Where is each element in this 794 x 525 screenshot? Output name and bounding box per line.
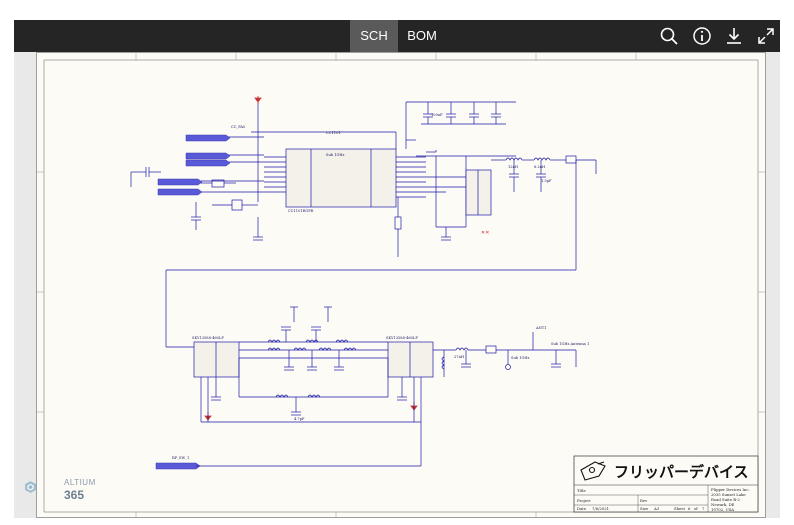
tb-project-label: Project (577, 498, 591, 503)
search-icon[interactable] (659, 26, 679, 46)
part-switch-2: SKY13588-460LF (386, 336, 418, 340)
tb-address-5: 19702, USA (711, 507, 734, 512)
net-label-cc-pa0: CC_PA0 (231, 125, 246, 129)
tb-sheet-value: 6 (688, 506, 691, 511)
part-switch-1: SKY13588-460LF (192, 336, 224, 340)
tb-sheet-label: Sheet (674, 506, 686, 511)
tb-address-2: 2035 Sunset Lake (711, 492, 746, 497)
part-cap-3: 1.5pF (541, 179, 552, 183)
net-label-ant1: ANT1 (535, 326, 546, 330)
part-cap-1: 4.7pF (294, 417, 305, 421)
title-block: フリッパーデバイス Title Project Date 7/6/2021 Re… (573, 455, 759, 513)
tb-title-label: Title (577, 488, 586, 493)
svg-text:✕✕: ✕✕ (481, 230, 489, 236)
part-ind-2: 8.2nH (534, 165, 545, 169)
tb-address-1: Flipper Devices Inc. (711, 487, 750, 492)
flipper-logo-icon (580, 461, 606, 481)
net-label-antenna: Sub 1GHz Antenna 1 (551, 342, 589, 346)
net-label-sub1ghz: Sub 1GHz (326, 153, 345, 157)
net-label-cc1101: CC1101 (326, 131, 341, 135)
fullscreen-icon[interactable] (756, 26, 776, 46)
tb-sheet-total: 7 (702, 506, 705, 511)
download-icon[interactable] (724, 26, 744, 46)
altium-logo-line1: ALTIUM (64, 478, 96, 487)
tab-sch[interactable]: SCH (350, 20, 398, 52)
part-cap-2: 100nF (431, 113, 443, 117)
schematic-sheet[interactable]: ✕✕ (36, 52, 766, 518)
altium-logo-icon (25, 481, 36, 493)
altium-logo-line2: 365 (64, 488, 85, 502)
ic-u-part: CC1101RGPR (288, 209, 314, 213)
tb-rev-label: Rev (640, 498, 648, 503)
net-label-rf-sw: RF_SW_1 (172, 456, 189, 460)
tab-bom[interactable]: BOM (407, 28, 437, 43)
part-ind-3: 27nH (454, 355, 464, 359)
tb-address-3: Road Suite B-2 (711, 497, 740, 502)
tb-size-label: Size (640, 506, 649, 511)
net-label-sub1ghz-2: Sub 1GHz (511, 356, 530, 360)
tb-address-4: Newark, DE (711, 502, 735, 507)
company-logo-text: フリッパーデバイス (614, 463, 749, 481)
tb-date-value: 7/6/2021 (592, 506, 609, 511)
part-ind-1: 12nH (508, 165, 518, 169)
info-icon[interactable] (692, 26, 712, 46)
tb-sheet-of: of (694, 506, 698, 511)
viewer-toolbar: SCH BOM (14, 20, 780, 52)
tb-size-value: A3 (653, 506, 660, 511)
tb-date-label: Date (577, 506, 587, 511)
